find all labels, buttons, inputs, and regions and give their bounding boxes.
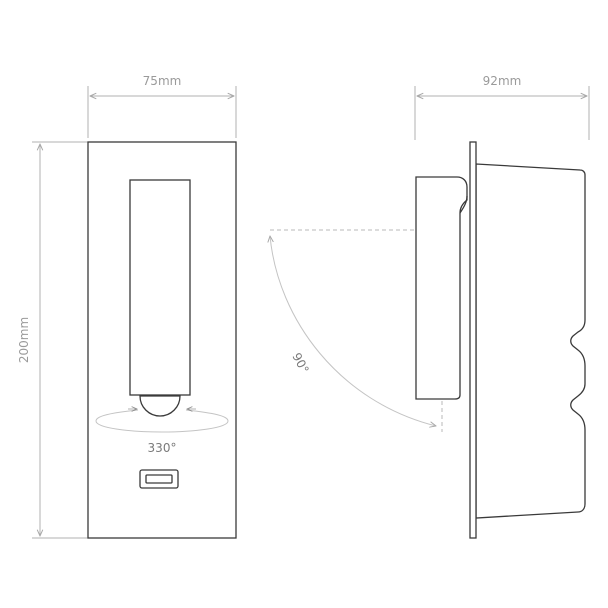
rotation-label: 330° — [148, 441, 177, 455]
depth-dimension: 92mm — [414, 74, 590, 140]
back-box — [475, 163, 586, 519]
reading-arm — [129, 179, 191, 396]
tilt-label: 90° — [289, 350, 311, 375]
arm-pivot — [459, 195, 468, 214]
height-label: 200mm — [17, 317, 31, 363]
arm-profile — [415, 176, 468, 400]
usb-port — [139, 469, 179, 489]
height-dimension: 200mm — [17, 141, 88, 539]
width-label: 75mm — [143, 74, 182, 88]
lamp-head — [139, 395, 181, 417]
rotation-indicator: 330° — [95, 409, 229, 455]
side-view: 92mm — [414, 74, 590, 539]
width-dimension: 75mm — [87, 74, 237, 138]
wall-plate — [469, 141, 477, 539]
front-view: 75mm 200mm 330° — [17, 74, 237, 539]
depth-label: 92mm — [483, 74, 522, 88]
